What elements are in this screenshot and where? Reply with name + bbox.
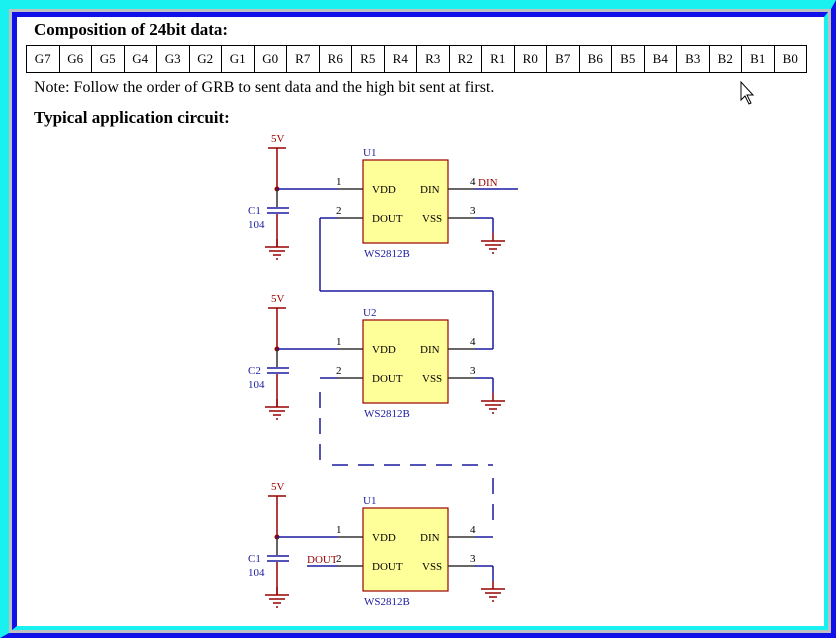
- heading-circuit: Typical application circuit:: [34, 108, 230, 127]
- bit-cell: G5: [91, 45, 125, 73]
- chip-part: WS2812B: [364, 248, 410, 260]
- bit-cell: G6: [58, 45, 92, 73]
- net-label-din: DIN: [478, 177, 498, 189]
- pin-din: DIN: [420, 184, 440, 196]
- power-label: 5V: [271, 481, 285, 493]
- pin-number: 1: [336, 336, 342, 348]
- cap-value: 104: [248, 219, 265, 231]
- bit-cell: R1: [481, 45, 515, 73]
- bit-cell: R7: [286, 45, 320, 73]
- bit-cell: B2: [708, 45, 742, 73]
- pin-number: 4: [470, 176, 476, 188]
- bit-cell: R5: [351, 45, 385, 73]
- chip-ref: U1: [363, 495, 376, 507]
- cap-ref: C1: [248, 205, 261, 217]
- power-label: 5V: [271, 293, 285, 305]
- pin-vss: VSS: [422, 213, 442, 225]
- pin-number: 2: [336, 365, 342, 377]
- net-label-dout: DOUT: [307, 554, 338, 566]
- pin-dout: DOUT: [372, 213, 403, 225]
- bit-cell: G1: [221, 45, 255, 73]
- pin-number: 4: [470, 336, 476, 348]
- chip-part: WS2812B: [364, 596, 410, 608]
- bit-cell: B0: [773, 45, 807, 73]
- bit-cell: G3: [156, 45, 190, 73]
- pin-vss: VSS: [422, 373, 442, 385]
- heading-24bit: Composition of 24bit data:: [34, 20, 229, 39]
- chip-body: [362, 159, 449, 244]
- cap-value: 104: [248, 567, 265, 579]
- bit-cell: R3: [416, 45, 450, 73]
- pin-number: 1: [336, 176, 342, 188]
- bit-cell: B5: [611, 45, 645, 73]
- pin-number: 2: [336, 205, 342, 217]
- pin-vdd: VDD: [372, 532, 396, 544]
- pin-number: 1: [336, 524, 342, 536]
- bit-cell: G0: [253, 45, 287, 73]
- note-text: Note: Follow the order of GRB to sent da…: [34, 79, 495, 96]
- cap-ref: C2: [248, 365, 261, 377]
- bit-cell: R6: [318, 45, 352, 73]
- pin-number: 2: [336, 553, 342, 565]
- bit-cell: R4: [383, 45, 417, 73]
- cap-ref: C1: [248, 553, 261, 565]
- pin-number: 3: [470, 553, 476, 565]
- pin-dout: DOUT: [372, 561, 403, 573]
- chip-ref: U2: [363, 307, 376, 319]
- pin-din: DIN: [420, 344, 440, 356]
- pin-vdd: VDD: [372, 344, 396, 356]
- bit-cell: G7: [26, 45, 60, 73]
- chip-body: [362, 319, 449, 404]
- bit-cell: B1: [741, 45, 775, 73]
- bit-cell: G4: [123, 45, 157, 73]
- cap-value: 104: [248, 379, 265, 391]
- bit-cell: R0: [513, 45, 547, 73]
- pin-number: 3: [470, 365, 476, 377]
- power-label: 5V: [271, 133, 285, 145]
- chip-ref: U1: [363, 147, 376, 159]
- pin-dout: DOUT: [372, 373, 403, 385]
- pin-din: DIN: [420, 532, 440, 544]
- pin-number: 4: [470, 524, 476, 536]
- bit-cell: B6: [578, 45, 612, 73]
- chip-part: WS2812B: [364, 408, 410, 420]
- pin-number: 3: [470, 205, 476, 217]
- bit-cell: B7: [546, 45, 580, 73]
- chip-body: [362, 507, 449, 592]
- bit-cell: R2: [448, 45, 482, 73]
- pin-vdd: VDD: [372, 184, 396, 196]
- pin-vss: VSS: [422, 561, 442, 573]
